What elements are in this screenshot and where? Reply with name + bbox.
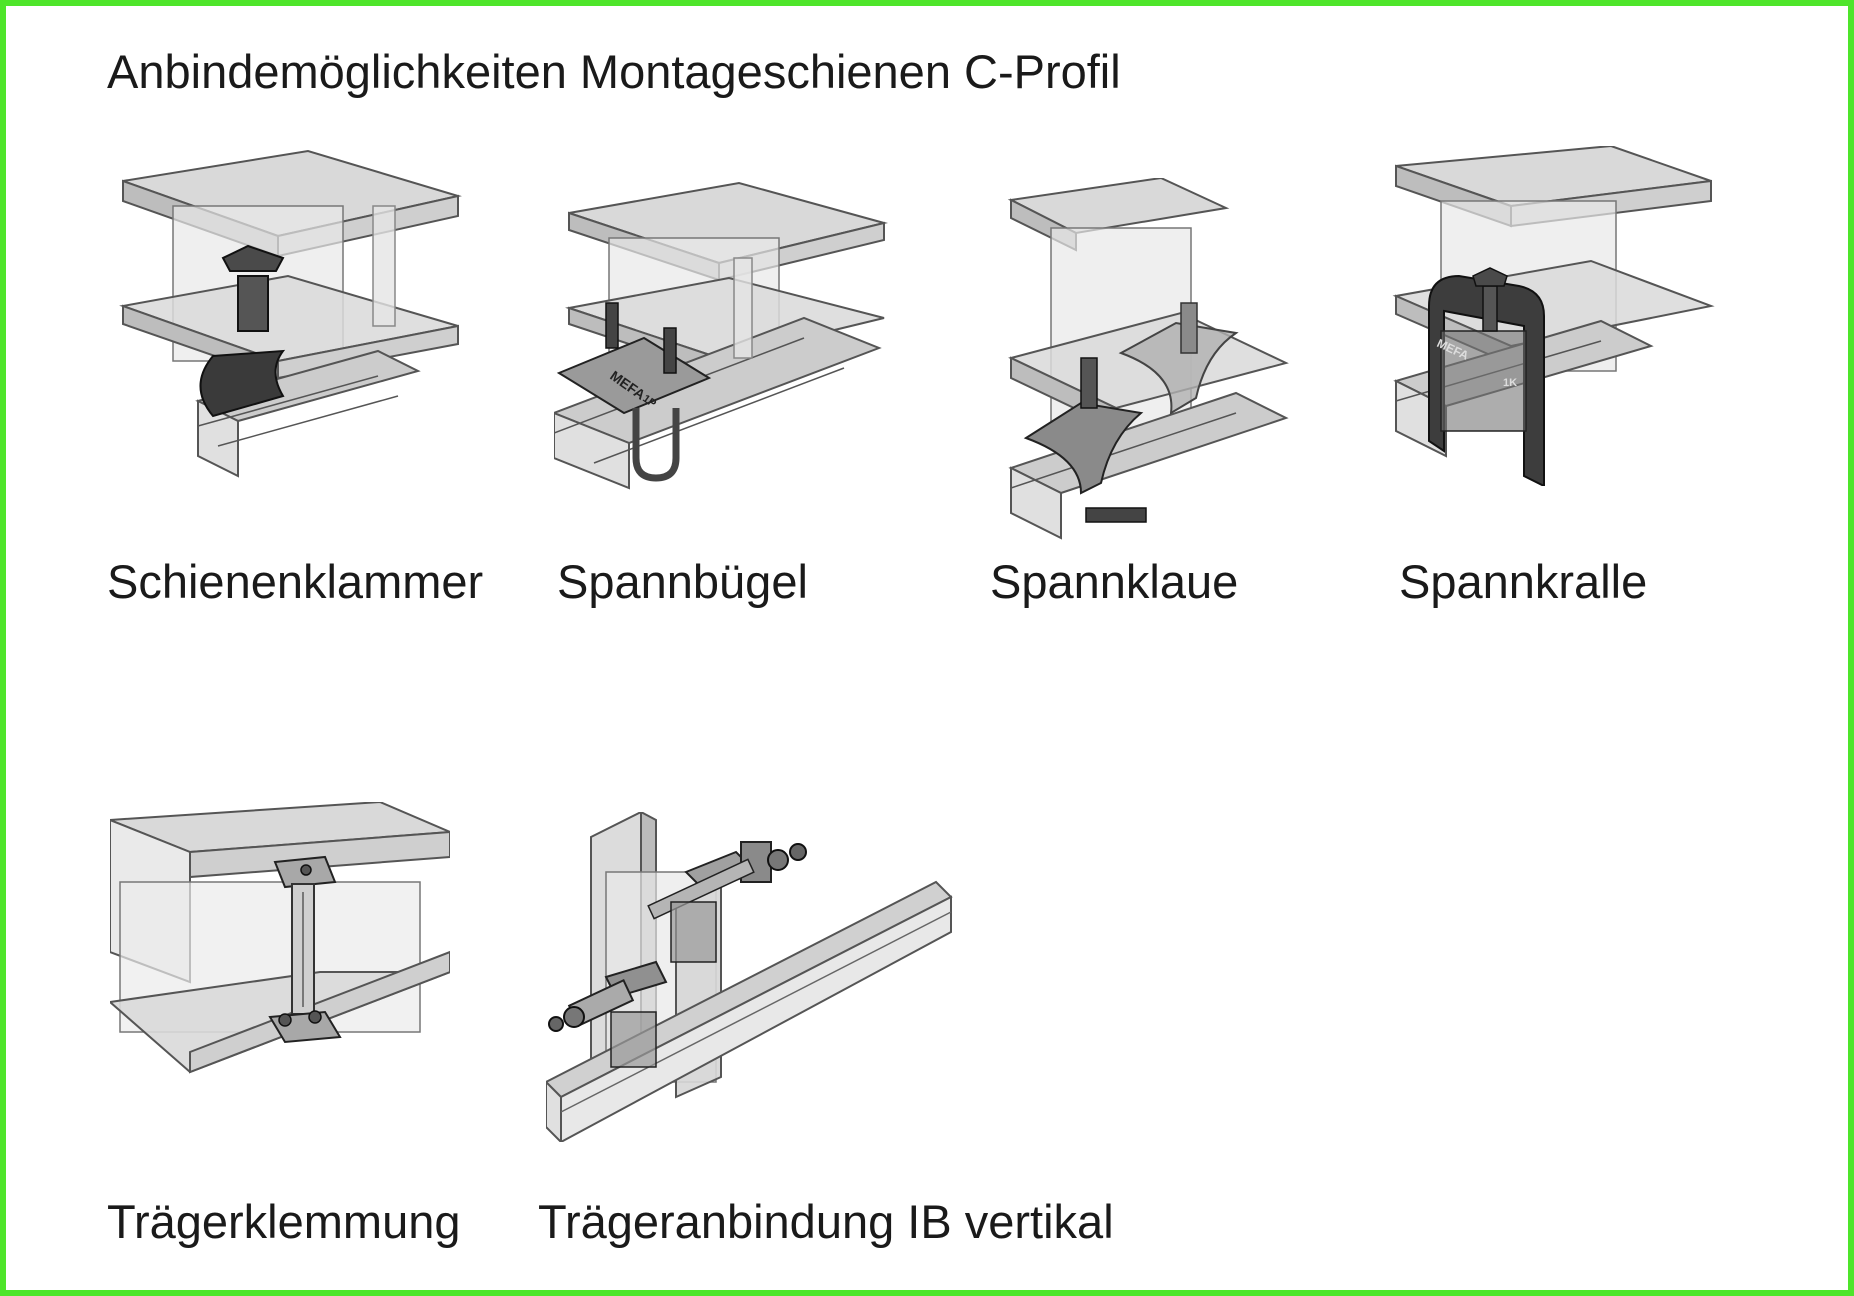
traegeranbindung-illustration	[546, 812, 956, 1142]
spannklaue-illustration	[1006, 178, 1291, 543]
page-title: Anbindemöglichkeiten Montageschienen C-P…	[107, 45, 1121, 98]
item-label-spannklaue: Spannklaue	[990, 555, 1239, 608]
item-label-traegerklemmung: Trägerklemmung	[107, 1195, 461, 1248]
svg-text:1K: 1K	[1503, 377, 1517, 389]
item-label-traegeranbindung-ib-vertikal: Trägeranbindung IB vertikal	[538, 1195, 1114, 1248]
spannkralle-illustration: MEFA 1K	[1391, 146, 1716, 486]
spannbuegel-illustration: MEFA 1P	[554, 178, 899, 498]
item-label-spannbuegel: Spannbügel	[557, 555, 808, 608]
schienenklammer-illustration	[118, 146, 463, 491]
item-label-spannkralle: Spannkralle	[1399, 555, 1648, 608]
traegerklemmung-illustration	[110, 802, 450, 1120]
item-label-schienenklammer: Schienenklammer	[107, 555, 484, 608]
